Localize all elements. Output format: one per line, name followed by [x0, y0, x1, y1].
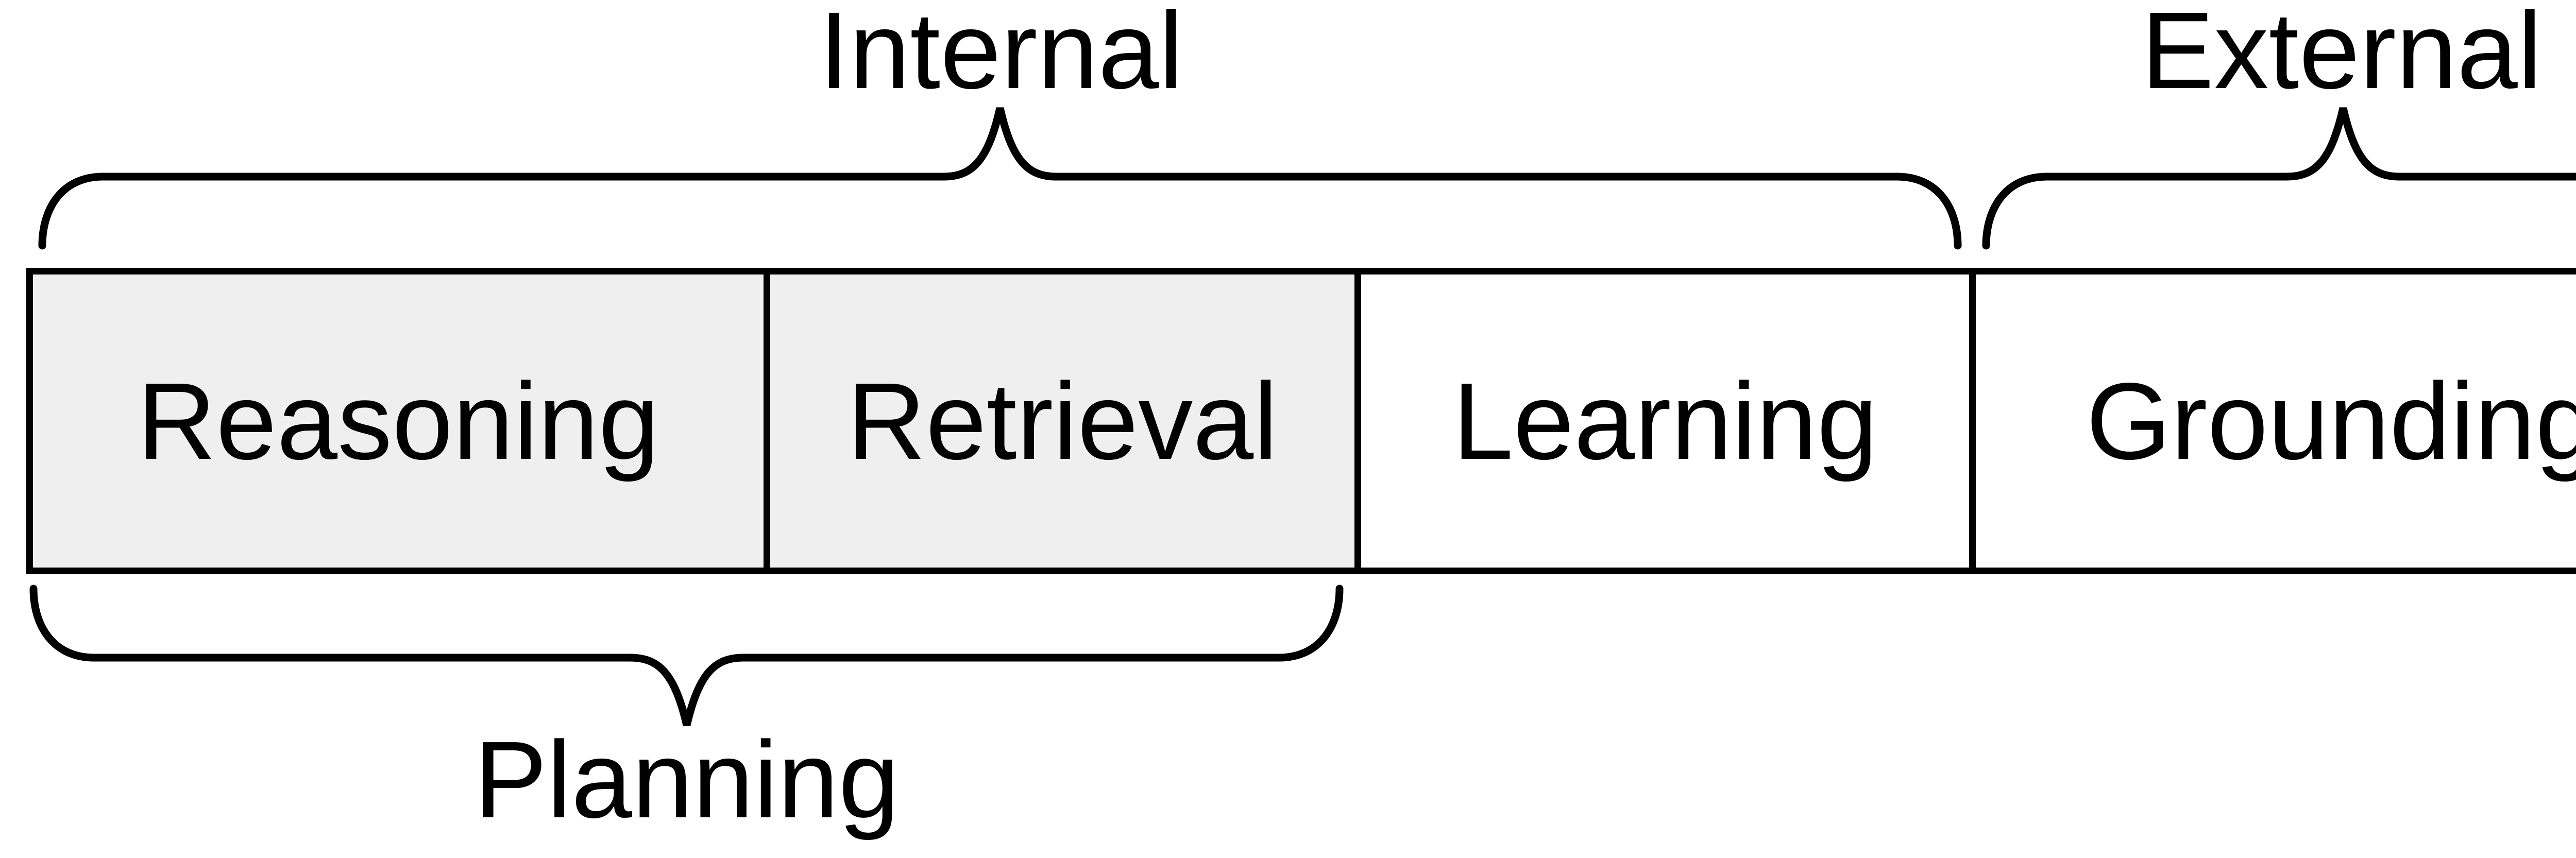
internal-brace [38, 107, 1962, 250]
cell-grounding: Grounding [1976, 274, 2576, 568]
cell-retrieval: Retrieval [770, 274, 1361, 568]
external-group-label: External [2141, 0, 2542, 111]
cell-learning: Learning [1361, 274, 1976, 568]
planning-group-label: Planning [474, 718, 900, 840]
internal-group-label: Internal [819, 0, 1183, 111]
planning-brace [29, 585, 1344, 726]
capability-bar: Reasoning Retrieval Learning Grounding [26, 268, 2576, 574]
cell-retrieval-label: Retrieval [846, 359, 1278, 482]
external-brace [1982, 107, 2576, 250]
cell-reasoning: Reasoning [33, 274, 770, 568]
cell-grounding-label: Grounding [2086, 359, 2576, 482]
cell-learning-label: Learning [1452, 359, 1878, 482]
cell-reasoning-label: Reasoning [137, 359, 659, 482]
